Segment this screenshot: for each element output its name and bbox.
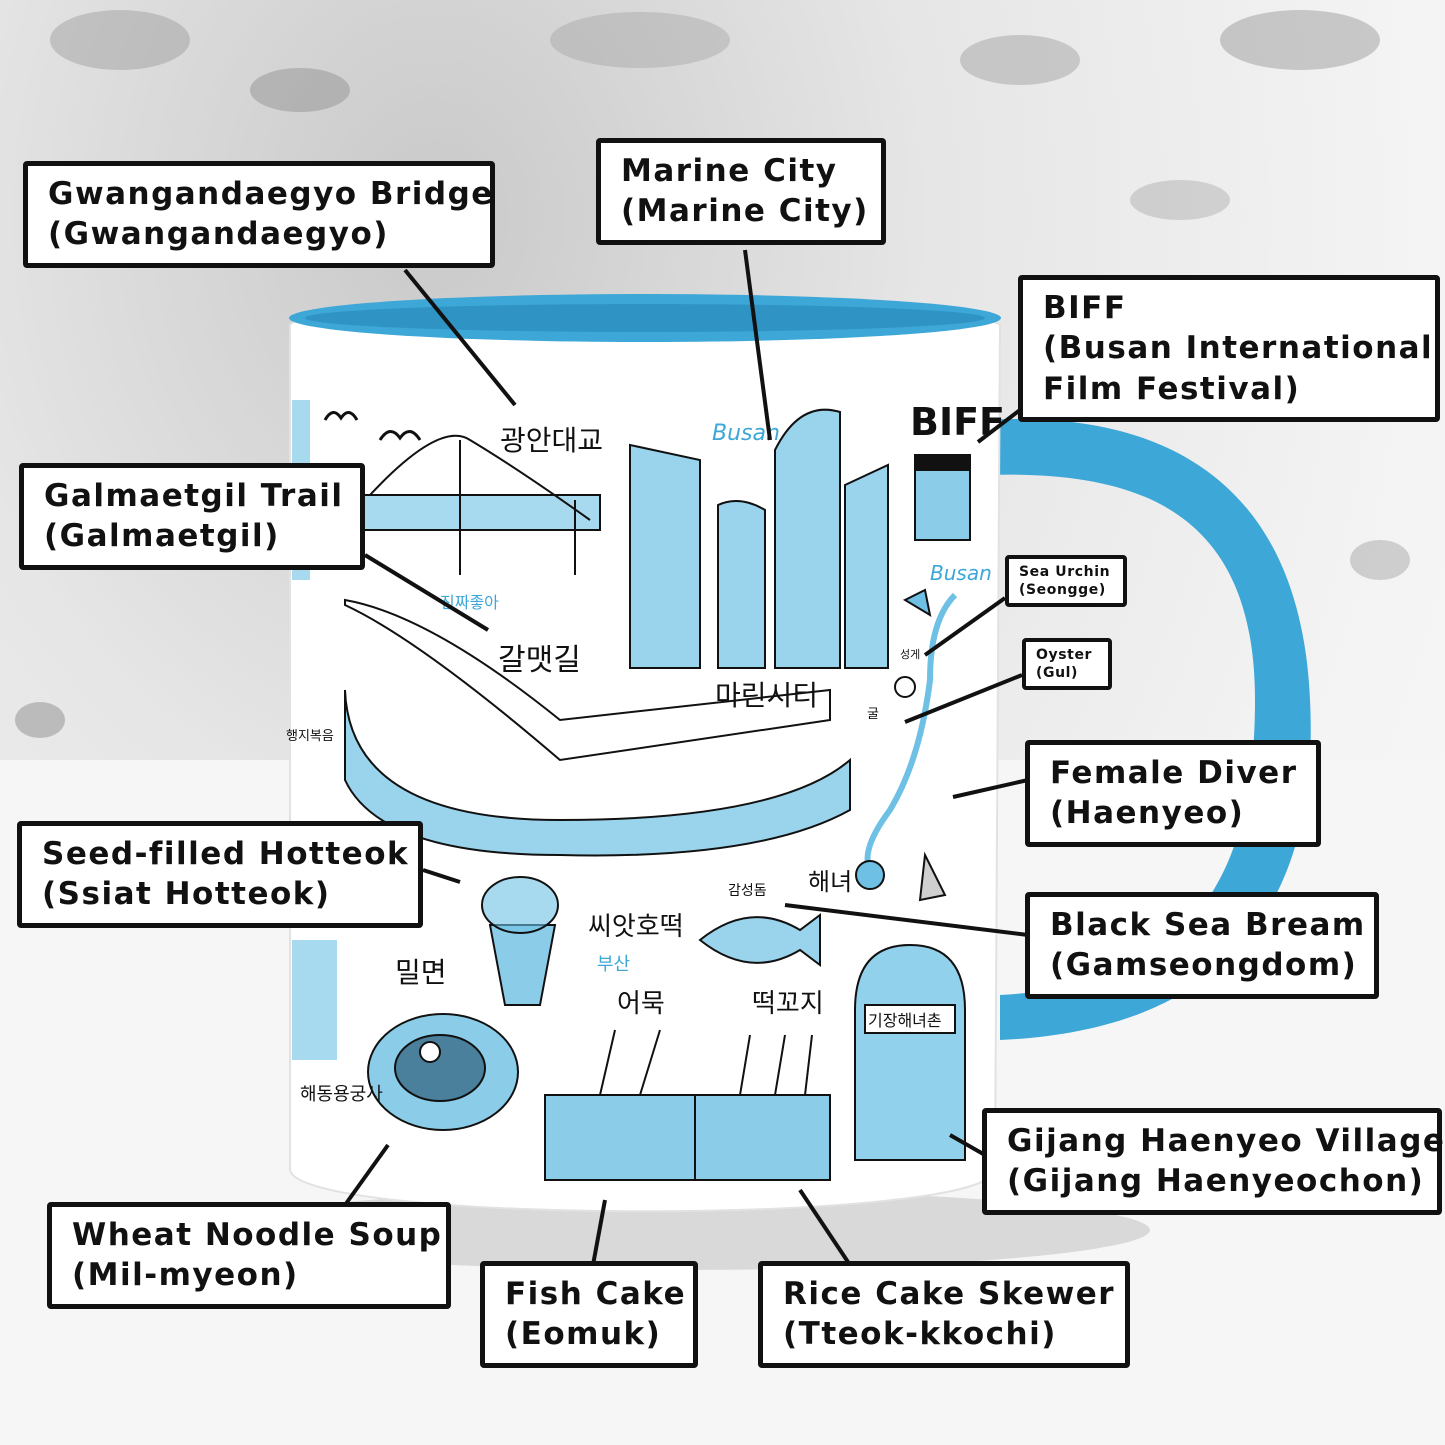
callout-sea-urchin-line2: (Seongge) [1019, 582, 1106, 599]
marine-city-korean-label: 마린시티 [715, 679, 818, 712]
eomuk-korean-label: 어묵 [617, 989, 665, 1019]
callout-bream-line1: Black Sea Bream [1050, 907, 1366, 943]
callout-gwangandaegyo-bridge: Gwangandaegyo Bridge (Gwangandaegyo) [23, 161, 495, 268]
oyster-korean-label: 굴 [867, 707, 879, 722]
bream-korean-label: 감성돔 [728, 883, 767, 899]
callout-oyster: Oyster (Gul) [1022, 638, 1112, 691]
callout-female-diver-line2: (Haenyeo) [1050, 795, 1245, 832]
busan-script-label-2: Busan [930, 561, 992, 585]
hotteok-korean-label: 씨앗호떡 [588, 912, 684, 942]
callout-galmaetgil-trail: Galmaetgil Trail (Galmaetgil) [19, 463, 365, 570]
callout-oyster-line2: (Gul) [1036, 665, 1079, 682]
callout-marine-city-line2: (Marine City) [621, 193, 869, 230]
callout-black-sea-bream: Black Sea Bream (Gamseongdom) [1025, 892, 1379, 999]
galmaetgil-trail-illustration [344, 598, 851, 857]
callout-hotteok-line1: Seed-filled Hotteok [42, 836, 410, 872]
callout-oyster-line1: Oyster [1036, 647, 1093, 663]
busan-korean-label: 부산 [597, 954, 630, 975]
callout-hotteok-line2: (Ssiat Hotteok) [42, 876, 331, 913]
callout-gijang-line1: Gijang Haenyeo Village [1007, 1123, 1445, 1159]
hotteok-illustration [481, 876, 559, 1006]
callout-sea-urchin: Sea Urchin (Seongge) [1005, 555, 1127, 608]
callout-fish-cake-line2: (Eomuk) [505, 1316, 662, 1353]
callout-biff: BIFF (Busan International Film Festival) [1018, 275, 1440, 422]
callout-wheat-noodle-soup: Wheat Noodle Soup (Mil-myeon) [47, 1202, 451, 1309]
trail-korean-label: 갈맷길 [498, 643, 581, 678]
callout-female-diver: Female Diver (Haenyeo) [1025, 740, 1321, 847]
callout-gijang-haenyeo-village: Gijang Haenyeo Village (Gijang Haenyeoch… [982, 1108, 1445, 1215]
callout-tteok-line1: Rice Cake Skewer [783, 1276, 1116, 1312]
haenyeo-diver-illustration [855, 588, 958, 902]
mug-handle [985, 418, 1311, 1040]
side-korean-label: 행지복음 [286, 728, 334, 744]
eomuk-stall-illustration [544, 1029, 831, 1181]
marine-city-illustration [629, 408, 889, 669]
callout-fish-cake: Fish Cake (Eomuk) [480, 1261, 698, 1368]
callout-seed-filled-hotteok: Seed-filled Hotteok (Ssiat Hotteok) [17, 821, 423, 928]
callout-galmaetgil-line2: (Galmaetgil) [44, 518, 280, 555]
callout-marine-city: Marine City (Marine City) [596, 138, 886, 245]
clapperboard-icon [914, 454, 971, 541]
callout-gwangandaegyo-line2: (Gwangandaegyo) [48, 216, 389, 253]
tteokkkochi-korean-label: 떡꼬지 [752, 989, 824, 1019]
callout-biff-line3: Film Festival) [1043, 370, 1301, 407]
milmyeon-bowl-illustration [367, 1013, 519, 1131]
callout-biff-line1: BIFF [1043, 290, 1127, 326]
haenyeo-korean-label: 해녀 [808, 868, 852, 896]
callout-rice-cake-skewer: Rice Cake Skewer (Tteok-kkochi) [758, 1261, 1130, 1368]
sea-urchin-korean-label: 성게 [900, 648, 920, 661]
callout-leader-lines [343, 249, 1029, 1266]
black-sea-bream-illustration [698, 913, 821, 967]
village-sign-korean-label: 기장해녀촌 [868, 1011, 942, 1030]
milmyeon-korean-label: 밀면 [395, 956, 447, 989]
mug-rim-inner [305, 304, 985, 332]
callout-female-diver-line1: Female Diver [1050, 755, 1298, 791]
biff-artwork-label: BIFF [910, 400, 1005, 444]
callout-gwangandaegyo-line1: Gwangandaegyo Bridge [48, 176, 494, 212]
callout-biff-line2: (Busan International [1043, 330, 1434, 367]
temple-korean-label: 해동용궁사 [300, 1084, 383, 1105]
trail-sign-label: 진짜좋아 [440, 593, 499, 612]
callout-galmaetgil-line1: Galmaetgil Trail [44, 478, 344, 514]
artwork-labels: 광안대교 갈맷길 진짜좋아 마린시티 Busan Busan BIFF 성게 굴… [286, 400, 1005, 1105]
callout-milmyeon-line1: Wheat Noodle Soup [72, 1217, 443, 1253]
callout-marine-city-line1: Marine City [621, 153, 838, 189]
background-bokeh [15, 10, 1410, 738]
bird-icons [323, 411, 422, 441]
callout-milmyeon-line2: (Mil-myeon) [72, 1257, 299, 1294]
callout-gijang-line2: (Gijang Haenyeochon) [1007, 1163, 1425, 1200]
bridge-korean-label: 광안대교 [500, 424, 603, 457]
callout-fish-cake-line1: Fish Cake [505, 1276, 687, 1312]
callout-tteok-line2: (Tteok-kkochi) [783, 1316, 1057, 1353]
callout-sea-urchin-line1: Sea Urchin [1019, 564, 1111, 580]
gijang-village-illustration [854, 943, 966, 1161]
callout-bream-line2: (Gamseongdom) [1050, 947, 1358, 984]
